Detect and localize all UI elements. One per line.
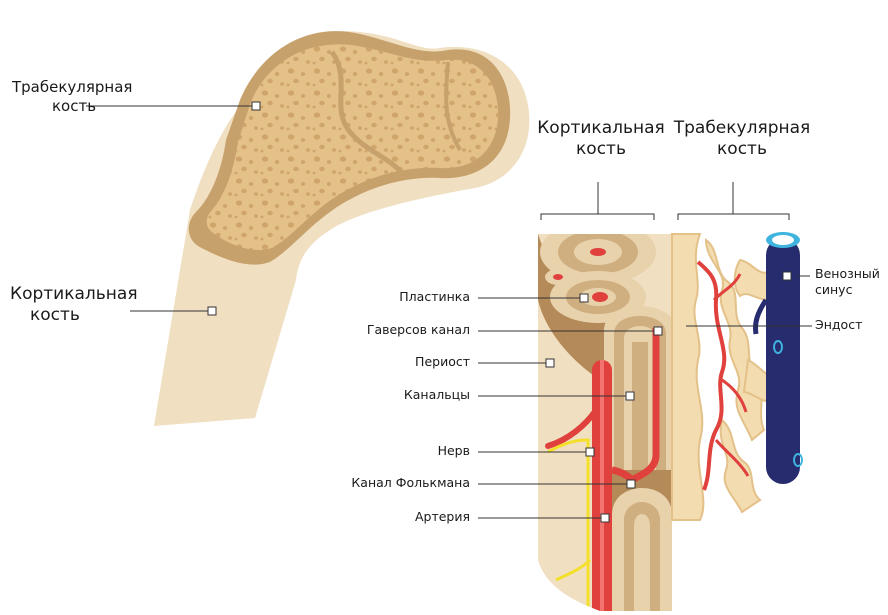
trabecular-structure xyxy=(672,234,776,524)
bone-cross-section xyxy=(538,220,676,611)
femur-trabecular-bone xyxy=(207,44,498,250)
label-periosteum: Периост xyxy=(300,354,470,370)
label-artery: Артерия xyxy=(300,509,470,525)
label-venous-sinus-line1: Венозный xyxy=(815,266,880,282)
label-venous-sinus-line2: синус xyxy=(815,282,880,298)
label-lamella: Пластинка xyxy=(300,289,470,305)
trabecular-header-line1: Трабекулярная xyxy=(672,118,812,139)
label-nerve: Нерв xyxy=(300,443,470,459)
label-endosteum: Эндост xyxy=(815,317,862,333)
trabecular-bone-label-line1: Трабекулярная xyxy=(12,78,132,97)
cortical-header-line2: кость xyxy=(526,139,676,160)
cortical-bone-label-line1: Кортикальная xyxy=(10,284,138,305)
label-canaliculi: Канальцы xyxy=(300,387,470,403)
cortical-header-line1: Кортикальная xyxy=(526,118,676,139)
section-brackets xyxy=(541,182,789,220)
cortical-bone-label: Кортикальная кость xyxy=(10,284,138,327)
trabecular-bone-label-line2: кость xyxy=(52,97,132,116)
label-volkmann-canal: Канал Фолькмана xyxy=(300,475,470,491)
cortical-bone-label-line2: кость xyxy=(30,305,138,326)
trabecular-bone-label: Трабекулярная кость xyxy=(12,78,132,116)
label-haversian-canal: Гаверсов канал xyxy=(300,322,470,338)
label-venous-sinus: Венозный синус xyxy=(815,266,880,297)
trabecular-header-line2: кость xyxy=(672,139,812,160)
trabecular-header: Трабекулярная кость xyxy=(672,118,812,161)
cortical-header: Кортикальная кость xyxy=(526,118,676,161)
